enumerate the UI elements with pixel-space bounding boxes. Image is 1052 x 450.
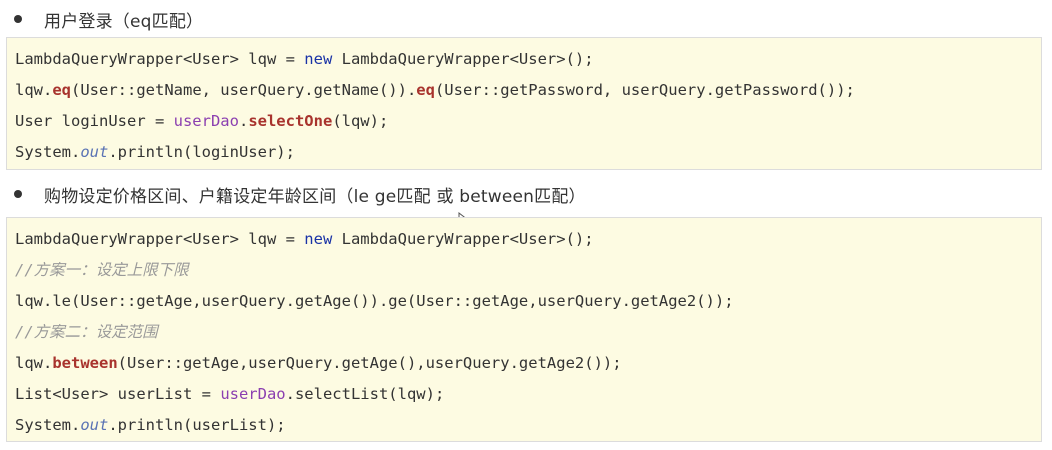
code-line: LambdaQueryWrapper<User> lqw = new Lambd… xyxy=(15,224,1033,255)
code-line: lqw.le(User::getAge,userQuery.getAge()).… xyxy=(15,292,734,310)
static-out: out xyxy=(80,416,109,434)
code-text: (User::getPassword, userQuery.getPasswor… xyxy=(434,81,855,99)
code-block-login: LambdaQueryWrapper<User> lqw = new Lambd… xyxy=(6,37,1042,170)
section1-heading-text: 用户登录（eq匹配） xyxy=(44,11,204,32)
static-out: out xyxy=(80,143,109,161)
code-line: LambdaQueryWrapper<User> lqw = new Lambd… xyxy=(15,44,1033,75)
section2-heading: 购物设定价格区间、户籍设定年龄区间（le ge匹配 或 between匹配） xyxy=(14,182,586,207)
code-line: User loginUser = userDao.selectOne(lqw); xyxy=(15,106,1033,137)
code-text: (lqw); xyxy=(332,112,389,130)
code-line: System.out.println(loginUser); xyxy=(15,137,1033,168)
code-text: .selectList(lqw); xyxy=(285,385,445,403)
code-text: (User::getName, userQuery.getName()). xyxy=(71,81,417,99)
code-line: List<User> userList = userDao.selectList… xyxy=(15,379,1033,410)
code-text: System. xyxy=(15,143,81,161)
code-line: lqw.between(User::getAge,userQuery.getAg… xyxy=(15,348,1033,379)
field-userdao: userDao xyxy=(173,112,239,130)
bullet-dot-icon xyxy=(14,15,22,23)
code-text: .println(userList); xyxy=(108,416,286,434)
code-text: LambdaQueryWrapper<User> lqw = xyxy=(15,50,305,68)
code-text: .println(loginUser); xyxy=(108,143,295,161)
code-text: LambdaQueryWrapper<User>(); xyxy=(332,230,594,248)
section2-heading-text: 购物设定价格区间、户籍设定年龄区间（le ge匹配 或 between匹配） xyxy=(44,186,586,207)
code-block-range: LambdaQueryWrapper<User> lqw = new Lambd… xyxy=(6,217,1042,442)
method-selectone: selectOne xyxy=(248,112,333,130)
code-text: LambdaQueryWrapper<User>(); xyxy=(332,50,594,68)
code-text: . xyxy=(238,112,249,130)
code-comment: //方案二：设定范围 xyxy=(15,323,158,341)
method-between: between xyxy=(52,354,118,372)
bullet-dot-icon xyxy=(14,190,22,198)
keyword-new: new xyxy=(304,50,333,68)
code-text: LambdaQueryWrapper<User> lqw = xyxy=(15,230,305,248)
method-eq: eq xyxy=(416,81,435,99)
code-text: lqw. xyxy=(15,354,53,372)
code-text: System. xyxy=(15,416,81,434)
code-comment: //方案一：设定上限下限 xyxy=(15,261,189,279)
keyword-new: new xyxy=(304,230,333,248)
code-text: User loginUser = xyxy=(15,112,174,130)
field-userdao: userDao xyxy=(220,385,286,403)
method-eq: eq xyxy=(52,81,71,99)
code-line: lqw.eq(User::getName, userQuery.getName(… xyxy=(15,75,1033,106)
code-line: System.out.println(userList); xyxy=(15,410,1033,441)
code-text: (User::getAge,userQuery.getAge(),userQue… xyxy=(117,354,622,372)
section1-heading: 用户登录（eq匹配） xyxy=(14,7,204,32)
code-text: lqw. xyxy=(15,81,53,99)
code-text: List<User> userList = xyxy=(15,385,221,403)
